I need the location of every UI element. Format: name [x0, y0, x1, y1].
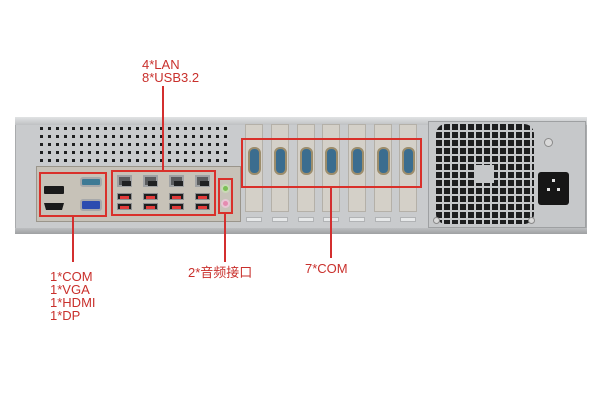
psu-fan-hub — [476, 165, 494, 183]
slot-foot-6 — [375, 217, 391, 222]
power-inlet-iec[interactable] — [538, 172, 569, 205]
callout-hdmi-label: 1*HDMI — [50, 295, 96, 310]
power-pin-icon — [557, 188, 560, 191]
callout-line-lan-usb — [162, 86, 164, 170]
com-port-expansion-6 — [377, 147, 390, 175]
com-port-expansion-2 — [274, 147, 287, 175]
callout-vga-label: 1*VGA — [50, 282, 90, 297]
callout-audio-label: 2*音频接口 — [188, 265, 253, 280]
usb-port-6 — [169, 203, 184, 210]
usb-port-8 — [195, 203, 210, 210]
usb-port-7 — [195, 193, 210, 200]
callout-audio: 2*音频接口 — [188, 266, 252, 279]
highlight-box-expansion-com — [241, 138, 422, 188]
lan-port-3 — [169, 175, 184, 187]
usb-port-3 — [143, 193, 158, 200]
psu-screw-icon — [544, 138, 553, 147]
usb-port-1 — [117, 193, 132, 200]
callout-com-label: 1*COM — [50, 269, 93, 284]
audio-jack-line-out — [221, 184, 230, 193]
slot-foot-7 — [400, 217, 416, 222]
usb-port-2 — [117, 203, 132, 210]
psu-fan-grille — [436, 124, 534, 224]
callout-dp-label: 1*DP — [50, 308, 81, 323]
highlight-box-audio — [218, 178, 233, 214]
psu-screw-icon — [433, 217, 440, 224]
vga-port — [80, 199, 102, 211]
psu-screw-icon — [528, 217, 535, 224]
power-pin-icon — [552, 179, 555, 182]
lan-port-2 — [143, 175, 158, 187]
com-port-expansion-7 — [402, 147, 415, 175]
highlight-box-display-com — [39, 172, 107, 217]
callout-line-display-com — [72, 217, 74, 262]
com-port-expansion-1 — [248, 147, 261, 175]
callout-lan-label: 4*LAN — [142, 57, 180, 72]
top-vent-grille — [40, 127, 230, 162]
callout-expansion-com: 7*COM — [305, 262, 348, 275]
lan-port-1 — [117, 175, 132, 187]
slot-foot-5 — [349, 217, 365, 222]
com-port-expansion-3 — [300, 147, 313, 175]
slot-foot-2 — [272, 217, 288, 222]
chassis-bottom-edge — [15, 228, 587, 234]
chassis-top-edge — [15, 117, 587, 125]
callout-expansion-com-label: 7*COM — [305, 261, 348, 276]
slot-foot-1 — [246, 217, 262, 222]
slot-foot-3 — [298, 217, 314, 222]
highlight-box-lan-usb — [111, 170, 216, 216]
callout-usb-label: 8*USB3.2 — [142, 70, 200, 85]
com-port-expansion-4 — [325, 147, 338, 175]
lan-port-4 — [195, 175, 210, 187]
com-port-onboard — [80, 177, 102, 187]
audio-jack-mic-in — [221, 199, 230, 208]
hdmi-port — [44, 203, 64, 210]
displayport-port — [44, 186, 64, 194]
usb-port-5 — [169, 193, 184, 200]
callout-lan-usb: 4*LAN 8*USB3.2 — [142, 58, 199, 84]
callout-line-audio — [224, 214, 226, 262]
callout-display-com: 1*COM 1*VGA 1*HDMI 1*DP — [50, 270, 96, 322]
com-port-expansion-5 — [351, 147, 364, 175]
usb-port-4 — [143, 203, 158, 210]
callout-line-expansion-com — [330, 188, 332, 258]
power-pin-icon — [547, 188, 550, 191]
